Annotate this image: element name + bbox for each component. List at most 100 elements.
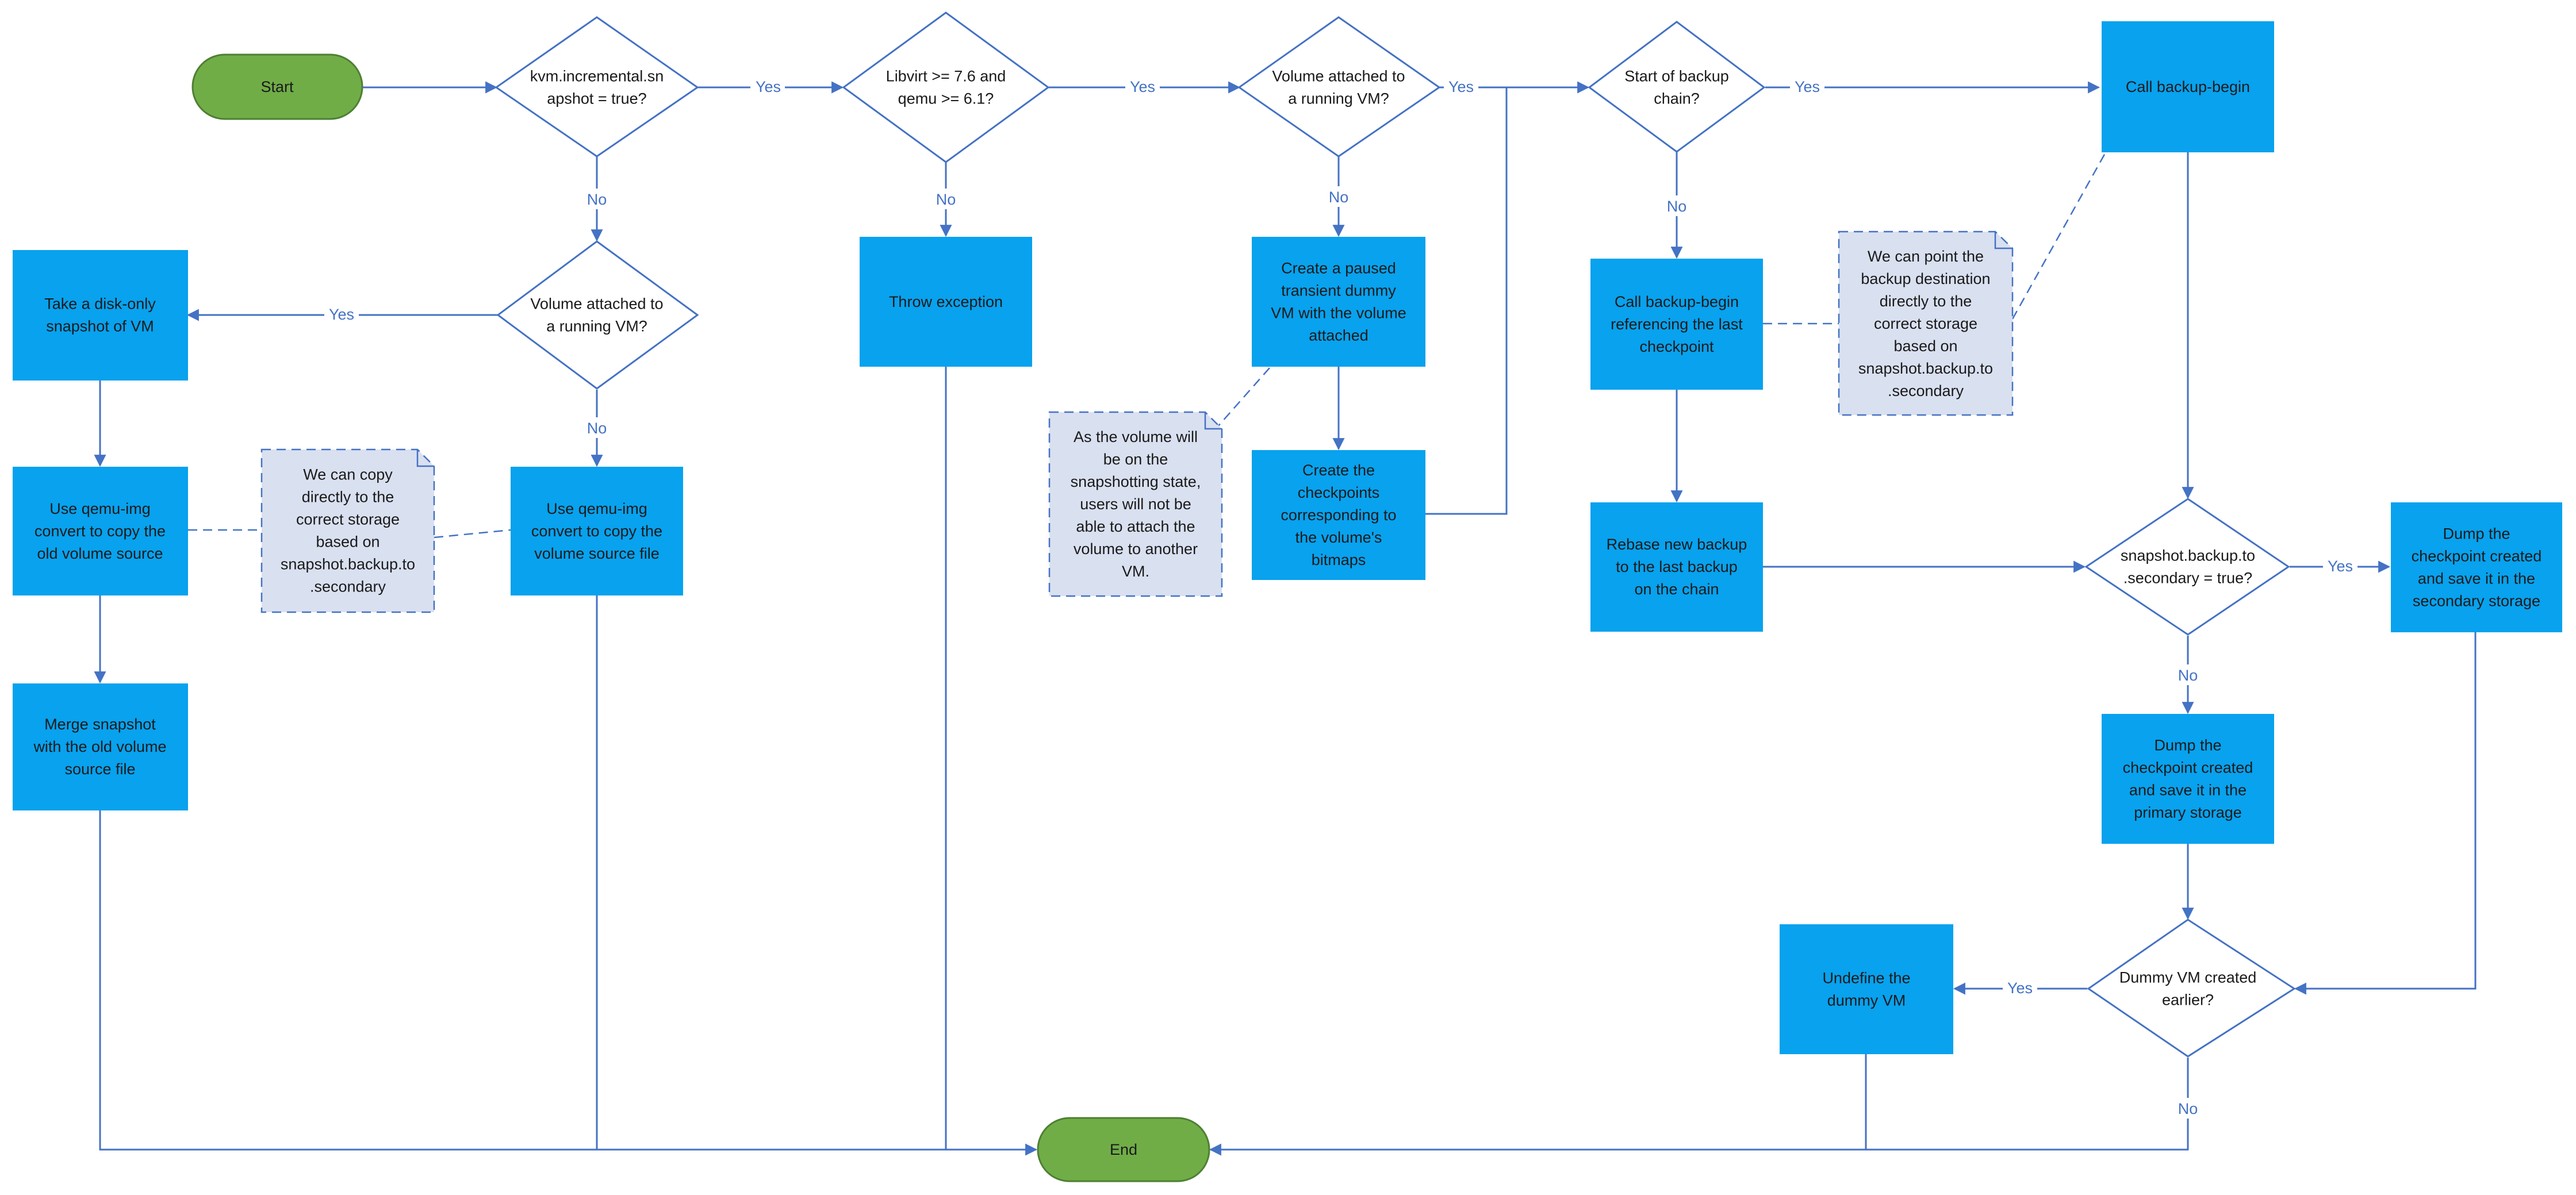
- decision-secondary-storage: snapshot.backup.to.secondary = true?: [2084, 498, 2290, 636]
- note-copy-line: .secondary: [310, 578, 386, 595]
- end-terminal: End: [1037, 1117, 1210, 1182]
- merge-snapshot-line: source file: [64, 760, 135, 778]
- edge-merge-end: [99, 810, 1038, 1156]
- create-checkpoints-line: corresponding to: [1281, 506, 1396, 524]
- note-point-line: directly to the: [1880, 293, 1972, 310]
- rebase-backup-line: on the chain: [1634, 581, 1719, 598]
- rebase-backup-line: Rebase new backup: [1607, 536, 1747, 553]
- dump-secondary-line: secondary storage: [2413, 593, 2540, 610]
- edge-label-yes-6: Yes: [2328, 558, 2353, 575]
- edge-label-yes-3: Yes: [1448, 78, 1474, 95]
- note-volume-line: able to attach the: [1076, 518, 1195, 535]
- take-snapshot-line: Take a disk-only: [44, 295, 156, 313]
- edge-checkpoints-join: [1425, 87, 1508, 515]
- edge-label-no-7: No: [2178, 1100, 2198, 1117]
- note-copy-connector-right: [434, 529, 511, 539]
- decision-libvirt-version: Libvirt >= 7.6 and qemu >= 6.1?: [842, 11, 1050, 163]
- dump-primary-line: primary storage: [2134, 804, 2242, 821]
- create-dummy-line: transient dummy: [1281, 282, 1396, 299]
- process-throw-exception: Throw exception: [860, 237, 1032, 367]
- throw-exception-label: Throw exception: [889, 293, 1003, 310]
- note-point-line: backup destination: [1861, 270, 1990, 287]
- d-vol-attached-top-label: Volume attached to a running VM?: [1272, 68, 1405, 107]
- use-qemu-mid-label: Use qemu-img convert to copy the volume so…: [531, 500, 662, 562]
- create-checkpoints-line: bitmaps: [1312, 551, 1366, 568]
- edge-label-yes-4: Yes: [1795, 78, 1820, 95]
- undefine-dummy-line: dummy VM: [1827, 992, 1906, 1009]
- d-libvirt-line: qemu >= 6.1?: [898, 90, 994, 107]
- d-vol-attached-left-line: Volume attached to: [530, 295, 663, 313]
- d-libvirt-line: Libvirt >= 7.6 and: [886, 68, 1006, 85]
- note-copy-line: based on: [316, 533, 379, 551]
- edge-label-no-1: No: [587, 191, 607, 208]
- rebase-backup-line: to the last backup: [1616, 558, 1738, 575]
- process-qemu-img-old-volume: Use qemu-img convert to copy the old volum…: [13, 467, 188, 595]
- call-backup-last-label: Call backup-begin referencing the last che…: [1611, 293, 1743, 355]
- d-start-chain-label: Start of backup chain?: [1624, 68, 1729, 107]
- note-volume-line: volume to another: [1074, 540, 1198, 558]
- start-terminal: Start: [191, 53, 363, 120]
- merge-snapshot-line: Merge snapshot: [44, 716, 156, 733]
- use-qemu-left-line: convert to copy the: [34, 522, 166, 540]
- d-dummy-created-line: earlier?: [2162, 992, 2214, 1009]
- edge-label-no-2: No: [936, 191, 956, 208]
- process-qemu-img-volume-source: Use qemu-img convert to copy the volume so…: [511, 467, 683, 595]
- note-copy-line: directly to the: [302, 489, 394, 506]
- d-libvirt-label: Libvirt >= 7.6 and qemu >= 6.1?: [886, 68, 1006, 107]
- note-copy-line: We can copy: [303, 466, 393, 483]
- process-rebase-backup: Rebase new backup to the last backup on th…: [1590, 502, 1763, 632]
- use-qemu-mid-line: volume source file: [534, 545, 660, 562]
- dump-secondary-line: Dump the: [2443, 525, 2510, 543]
- edge-label-yes-5: Yes: [329, 306, 354, 323]
- note-point-line: snapshot.backup.to: [1858, 360, 1993, 377]
- edge-dumpsecondary-dummycreated: [2294, 632, 2477, 995]
- note-volume-line: snapshotting state,: [1071, 473, 1201, 490]
- rebase-backup-label: Rebase new backup to the last backup on th…: [1607, 536, 1747, 598]
- create-dummy-line: VM with the volume: [1271, 305, 1406, 322]
- start-label: Start: [260, 78, 294, 95]
- edge-dummycreated-no-end: [1209, 1058, 2189, 1156]
- d-start-chain-line: Start of backup: [1624, 68, 1729, 85]
- create-checkpoints-line: checkpoints: [1298, 484, 1380, 501]
- note-volume-line: users will not be: [1080, 495, 1191, 513]
- edge-label-yes-1: Yes: [756, 78, 781, 95]
- use-qemu-left-line: old volume source: [37, 545, 163, 562]
- edge-label-no-4: No: [1667, 198, 1687, 215]
- call-backup-last-line: checkpoint: [1639, 338, 1714, 355]
- d-vol-attached-top-line: a running VM?: [1288, 90, 1389, 107]
- edge-label-yes-2: Yes: [1130, 78, 1155, 95]
- call-backup-last-line: referencing the last: [1611, 316, 1743, 333]
- create-dummy-line: attached: [1309, 327, 1368, 344]
- note-point-connector-right: [2011, 152, 2107, 320]
- call-backup-last-line: Call backup-begin: [1615, 293, 1739, 310]
- edge-label-no-3: No: [1329, 189, 1349, 206]
- dump-secondary-line: and save it in the: [2418, 570, 2535, 587]
- use-qemu-mid-line: convert to copy the: [531, 522, 662, 540]
- use-qemu-left-line: Use qemu-img: [49, 500, 151, 517]
- use-qemu-mid-line: Use qemu-img: [546, 500, 647, 517]
- connectors: [94, 81, 2477, 1156]
- call-backup-begin-label: Call backup-begin: [2126, 78, 2250, 95]
- edge-labels: Yes Yes Yes Yes Yes Yes Yes No No No No …: [324, 76, 2358, 1119]
- note-point-line: based on: [1893, 337, 1957, 355]
- throw-exception-line: Throw exception: [889, 293, 1003, 310]
- d-start-chain-line: chain?: [1654, 90, 1700, 107]
- d-secondary-line: snapshot.backup.to: [2121, 547, 2255, 564]
- dump-primary-line: checkpoint created: [2123, 759, 2253, 777]
- note-point-line: .secondary: [1888, 382, 1964, 399]
- d-vol-attached-top-line: Volume attached to: [1272, 68, 1405, 85]
- process-call-backup-begin-last: Call backup-begin referencing the last che…: [1590, 259, 1763, 390]
